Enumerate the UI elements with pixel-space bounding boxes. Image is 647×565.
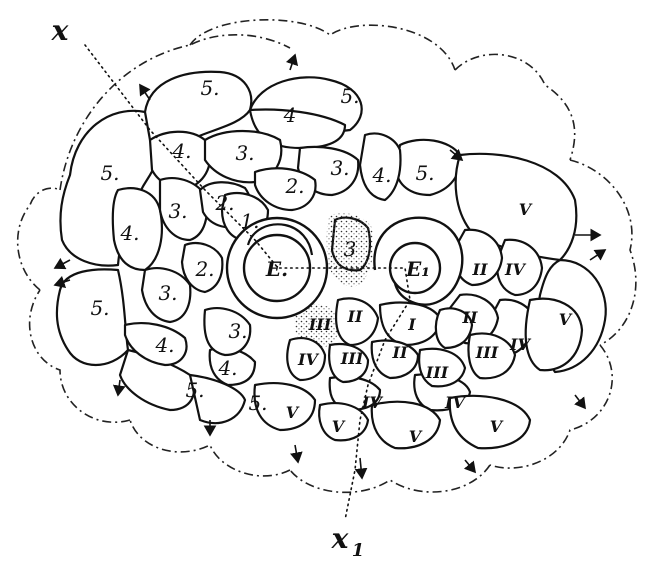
cell-label-3: 3	[344, 237, 357, 261]
axis-label-x: x	[51, 14, 69, 47]
cell-label-V: V	[519, 200, 533, 219]
cell-label-IV: IV	[297, 350, 319, 369]
cell-label-2: 2.	[214, 191, 234, 215]
cell-label-4: 4.	[217, 356, 237, 380]
cell-label-5: 5.	[340, 84, 359, 108]
cell-label-III: III	[340, 349, 364, 368]
cell-label-V: V	[559, 310, 573, 329]
cell-label-II: II	[347, 307, 363, 326]
cell-label-5: 5.	[248, 391, 267, 415]
cell-label-IV: IV	[444, 393, 466, 412]
cell-label-III: III	[425, 363, 449, 382]
cell-label-II: II	[392, 343, 408, 362]
cell-label-I: I	[407, 315, 416, 334]
axis-label-x1-subscript: 1	[352, 540, 365, 561]
cell-label-III: III	[308, 315, 332, 334]
cell-label-2: 2.	[284, 174, 304, 198]
cell-label-IV: IV	[361, 393, 383, 412]
cell-label-V: V	[490, 417, 504, 436]
cell-label-5: 5.	[200, 76, 219, 100]
cell-label-5: 5.	[90, 296, 109, 320]
cell-label-5: 5.	[415, 161, 434, 185]
cell-label-III: III	[475, 343, 499, 362]
cell-label-IV: IV	[504, 260, 526, 279]
cell-label-5: 5.	[100, 161, 119, 185]
cell-label-II: II	[472, 260, 488, 279]
cell-label-3: 3.	[330, 156, 349, 180]
cell-label-2: 2.	[194, 257, 214, 281]
cell-label-3: 3.	[235, 141, 254, 165]
cell-label-V: V	[286, 403, 300, 422]
axis-label-x1: x	[331, 522, 349, 555]
cell-label-V: V	[409, 427, 423, 446]
center-E-label: E.	[265, 257, 288, 281]
cell-label-5: 5.	[185, 378, 204, 402]
cell-label-4: 4	[283, 103, 297, 127]
cell-label-IV: IV	[509, 335, 531, 354]
cell-label-4: 4.	[171, 139, 191, 163]
center-E1-label: E₁	[405, 257, 430, 281]
cell-label-4: 4.	[154, 333, 174, 357]
cell-label-II: II	[462, 308, 478, 327]
cell-label-1: 1.	[240, 209, 259, 233]
cell-label-3: 3.	[158, 281, 177, 305]
cell-label-V: V	[332, 417, 346, 436]
cell-label-3: 3.	[228, 319, 247, 343]
cell-label-3: 3.	[168, 199, 187, 223]
cell-label-4: 4.	[119, 221, 139, 245]
cell-label-4: 4.	[371, 163, 391, 187]
